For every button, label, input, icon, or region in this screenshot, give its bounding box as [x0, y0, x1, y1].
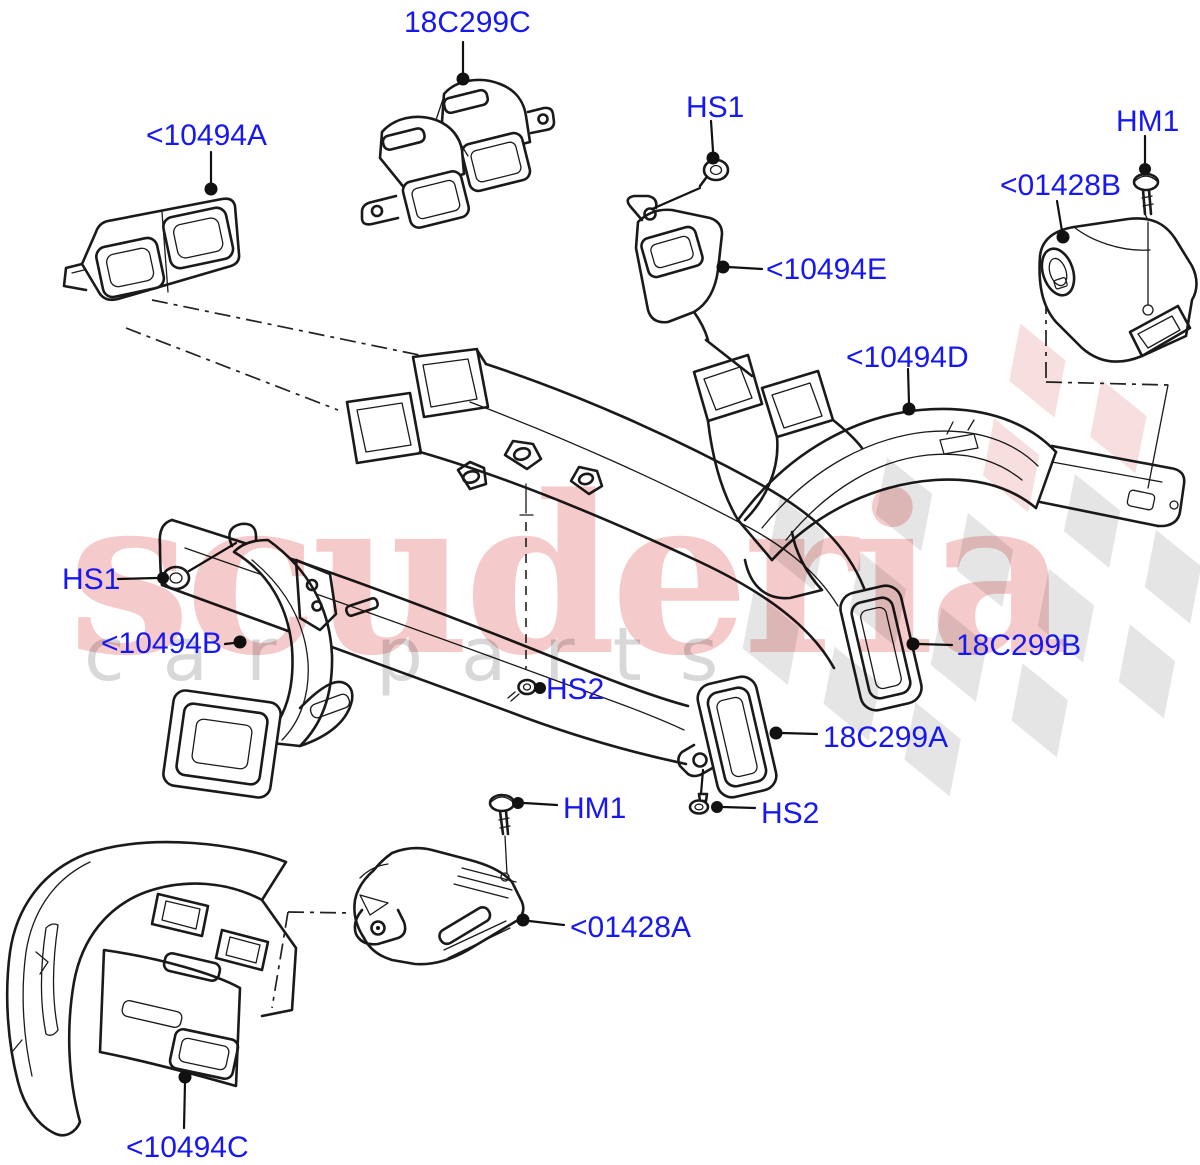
- callout-10494E: <10494E: [766, 253, 887, 286]
- callout-18C299B: 18C299B: [956, 629, 1082, 662]
- callout-18C299A: 18C299A: [823, 721, 949, 754]
- leader-lines: [116, 40, 1151, 1130]
- fasteners: [161, 158, 1160, 875]
- part-10494A-drawing: [62, 197, 241, 302]
- callout-HS2-center: HS2: [546, 673, 605, 706]
- callout-01428B: <01428B: [1000, 169, 1121, 202]
- watermark-subtext: car parts: [84, 612, 757, 698]
- screw-hm1-top: [1132, 172, 1160, 306]
- part-01428B-drawing: [1038, 217, 1198, 363]
- part-01428A-drawing: [353, 846, 525, 966]
- screw-hs2-center: [507, 678, 537, 702]
- callout-18C299C: 18C299C: [404, 6, 531, 39]
- outlet-18C299A: [696, 675, 778, 799]
- callout-10494C: <10494C: [126, 1131, 249, 1164]
- part-10494C-drawing: [5, 840, 298, 1137]
- part-10494D-drawing: [692, 353, 1186, 600]
- callout-01428A: <01428A: [570, 911, 691, 944]
- callout-HS1-top: HS1: [686, 91, 745, 124]
- part-10494B-drawing: [162, 538, 354, 799]
- callout-10494B: <10494B: [101, 627, 222, 660]
- part-10494E-drawing: [626, 194, 754, 378]
- callout-10494D: <10494D: [846, 341, 969, 374]
- callout-HS2-bottom: HS2: [761, 797, 820, 830]
- callout-10494A: <10494A: [146, 119, 267, 152]
- part-18C299C-drawing: [360, 78, 556, 229]
- callout-HM1-bottom: HM1: [563, 792, 627, 825]
- screw-hs2-bottom: [688, 792, 710, 815]
- callout-HM1-top: HM1: [1116, 105, 1180, 138]
- callout-HS1-left: HS1: [62, 563, 121, 596]
